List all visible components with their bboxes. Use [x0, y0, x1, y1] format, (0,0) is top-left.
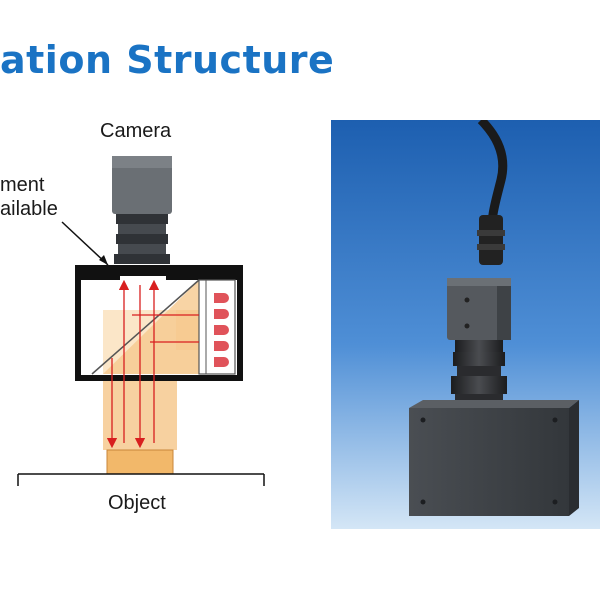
led-array [214, 293, 229, 367]
camera-lens [114, 214, 170, 264]
product-photo [331, 120, 600, 529]
product-photo-graphic [331, 120, 600, 529]
illumination-housing [75, 265, 243, 381]
page-title: ation Structure [0, 38, 335, 82]
light-rays [106, 279, 199, 449]
camera-label: Camera [100, 120, 172, 142]
object-label: Object [108, 492, 166, 514]
illumination-box [409, 400, 579, 516]
cable-connector [479, 215, 503, 265]
callout-line [61, 221, 109, 266]
camera-head [447, 278, 511, 340]
callout-label-line1: ment [0, 174, 45, 196]
structure-diagram: Camera ment ailable Object [0, 110, 300, 540]
camera-lens-photo [451, 340, 507, 404]
diagram-graphic [17, 156, 265, 486]
object-block [106, 449, 174, 475]
camera-body [112, 156, 172, 214]
callout-label-line2: ailable [0, 198, 58, 220]
callout-arrowhead [99, 255, 108, 265]
